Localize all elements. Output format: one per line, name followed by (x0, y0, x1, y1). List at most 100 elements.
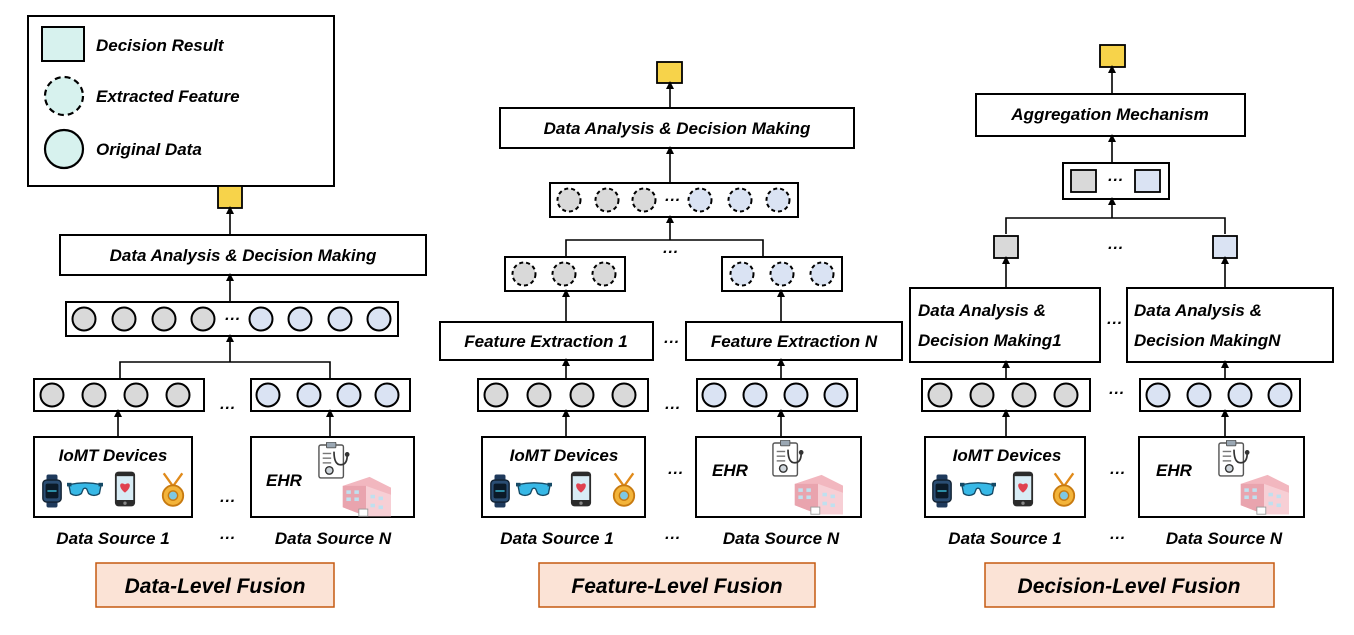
analysis-label: Data Analysis & Decision Making (544, 119, 811, 138)
extracted-feature-node (511, 261, 537, 287)
extracted-feature-node (594, 187, 620, 213)
smartwatch-icon (42, 474, 62, 508)
analysis-n-line2: Decision MakingN (1134, 331, 1281, 350)
analysis-label: Data Analysis & Decision Making (110, 246, 377, 265)
ellipsis: ··· (1109, 465, 1125, 482)
analysis-1-line1: Data Analysis & (918, 301, 1046, 320)
original-data-node (71, 306, 97, 332)
panel-title: Decision-Level Fusion (1018, 575, 1241, 598)
source-n-caption: Data Source N (1166, 529, 1283, 548)
original-data-node (1227, 382, 1253, 408)
ellipsis: ··· (662, 244, 678, 261)
original-data-node (111, 306, 137, 332)
iomt-label: IoMT Devices (510, 446, 619, 465)
data-level-panel: Data Analysis & Decision Making ··· ··· … (33, 185, 427, 608)
ellipsis: ··· (1107, 240, 1123, 257)
decision-result-box (1070, 169, 1097, 193)
source-n-caption: Data Source N (723, 529, 840, 548)
decision-result-box (656, 61, 683, 84)
extracted-feature-node (729, 261, 755, 287)
original-data-node (327, 306, 353, 332)
original-data-node (165, 382, 191, 408)
ellipsis: ··· (219, 400, 235, 417)
original-data-node (1053, 382, 1079, 408)
feature-level-panel: Data Analysis & Decision Making ··· ··· … (439, 61, 903, 608)
decision-result-box (1212, 235, 1238, 259)
feature-extraction-1-label: Feature Extraction 1 (464, 332, 627, 351)
ellipsis: ··· (224, 311, 240, 328)
ehr-label: EHR (712, 461, 749, 480)
extracted-feature-node (809, 261, 835, 287)
legend: Decision Result Extracted Feature Origin… (27, 15, 335, 187)
analysis-n-box (1126, 287, 1334, 363)
original-data-node (336, 382, 362, 408)
original-data-node (742, 382, 768, 408)
original-data-node (483, 382, 509, 408)
ellipsis: ··· (219, 530, 235, 547)
extracted-feature-node (631, 187, 657, 213)
original-data-node (927, 382, 953, 408)
smartphone-icon (570, 471, 592, 507)
original-data-node (1186, 382, 1212, 408)
legend-decision-swatch (41, 26, 85, 62)
source-1-caption: Data Source 1 (500, 529, 613, 548)
original-data-node (151, 306, 177, 332)
ellipsis: ··· (664, 400, 680, 417)
panel-title-box (538, 562, 816, 608)
ehr-label: EHR (1156, 461, 1193, 480)
iomt-label: IoMT Devices (59, 446, 168, 465)
legend-feature-label: Extracted Feature (96, 87, 240, 106)
original-data-node (374, 382, 400, 408)
extracted-feature-node (551, 261, 577, 287)
analysis-box (499, 107, 855, 149)
ellipsis: ··· (1106, 315, 1122, 332)
panel-title-box (95, 562, 335, 608)
smartphone-icon (1012, 471, 1034, 507)
analysis-box (59, 234, 427, 276)
original-data-node (701, 382, 727, 408)
ellipsis: ··· (1108, 385, 1124, 402)
smartphone-icon (114, 471, 136, 507)
decision-level-panel: Aggregation Mechanism ··· ··· Data Analy… (909, 44, 1334, 608)
original-data-node (248, 306, 274, 332)
legend-original-swatch (43, 128, 85, 170)
decision-result-box (1099, 44, 1126, 68)
aggregation-label: Aggregation Mechanism (1010, 105, 1208, 124)
decision-result-box (993, 235, 1019, 259)
feature-extraction-n-label: Feature Extraction N (711, 332, 878, 351)
panel-title: Data-Level Fusion (125, 575, 306, 598)
smartwatch-icon (490, 474, 510, 508)
ellipsis: ··· (1109, 530, 1125, 547)
analysis-n-line1: Data Analysis & (1134, 301, 1262, 320)
original-data-node (1267, 382, 1293, 408)
iomt-label: IoMT Devices (953, 446, 1062, 465)
ellipsis: ··· (664, 530, 680, 547)
panel-title-box (984, 562, 1275, 608)
aggregation-box (975, 93, 1246, 137)
legend-original-label: Original Data (96, 140, 202, 159)
source-n-caption: Data Source N (275, 529, 392, 548)
original-data-node (296, 382, 322, 408)
original-data-node (123, 382, 149, 408)
original-data-node (81, 382, 107, 408)
original-data-node (1011, 382, 1037, 408)
legend-feature-swatch (43, 75, 85, 117)
extracted-feature-node (727, 187, 753, 213)
original-data-node (823, 382, 849, 408)
analysis-1-box (909, 287, 1101, 363)
ellipsis: ··· (663, 334, 679, 351)
ehr-label: EHR (266, 471, 303, 490)
legend-decision-label: Decision Result (96, 36, 225, 55)
source-1-caption: Data Source 1 (56, 529, 169, 548)
extracted-feature-node (556, 187, 582, 213)
ellipsis: ··· (1107, 172, 1123, 189)
ellipsis: ··· (219, 493, 235, 510)
fused-feature-vector (549, 182, 799, 218)
analysis-1-line2: Decision Making1 (918, 331, 1062, 350)
original-data-node (39, 382, 65, 408)
smartwatch-icon (932, 474, 952, 508)
extracted-feature-node (769, 261, 795, 287)
panel-title: Feature-Level Fusion (571, 575, 782, 598)
original-data-node (366, 306, 392, 332)
